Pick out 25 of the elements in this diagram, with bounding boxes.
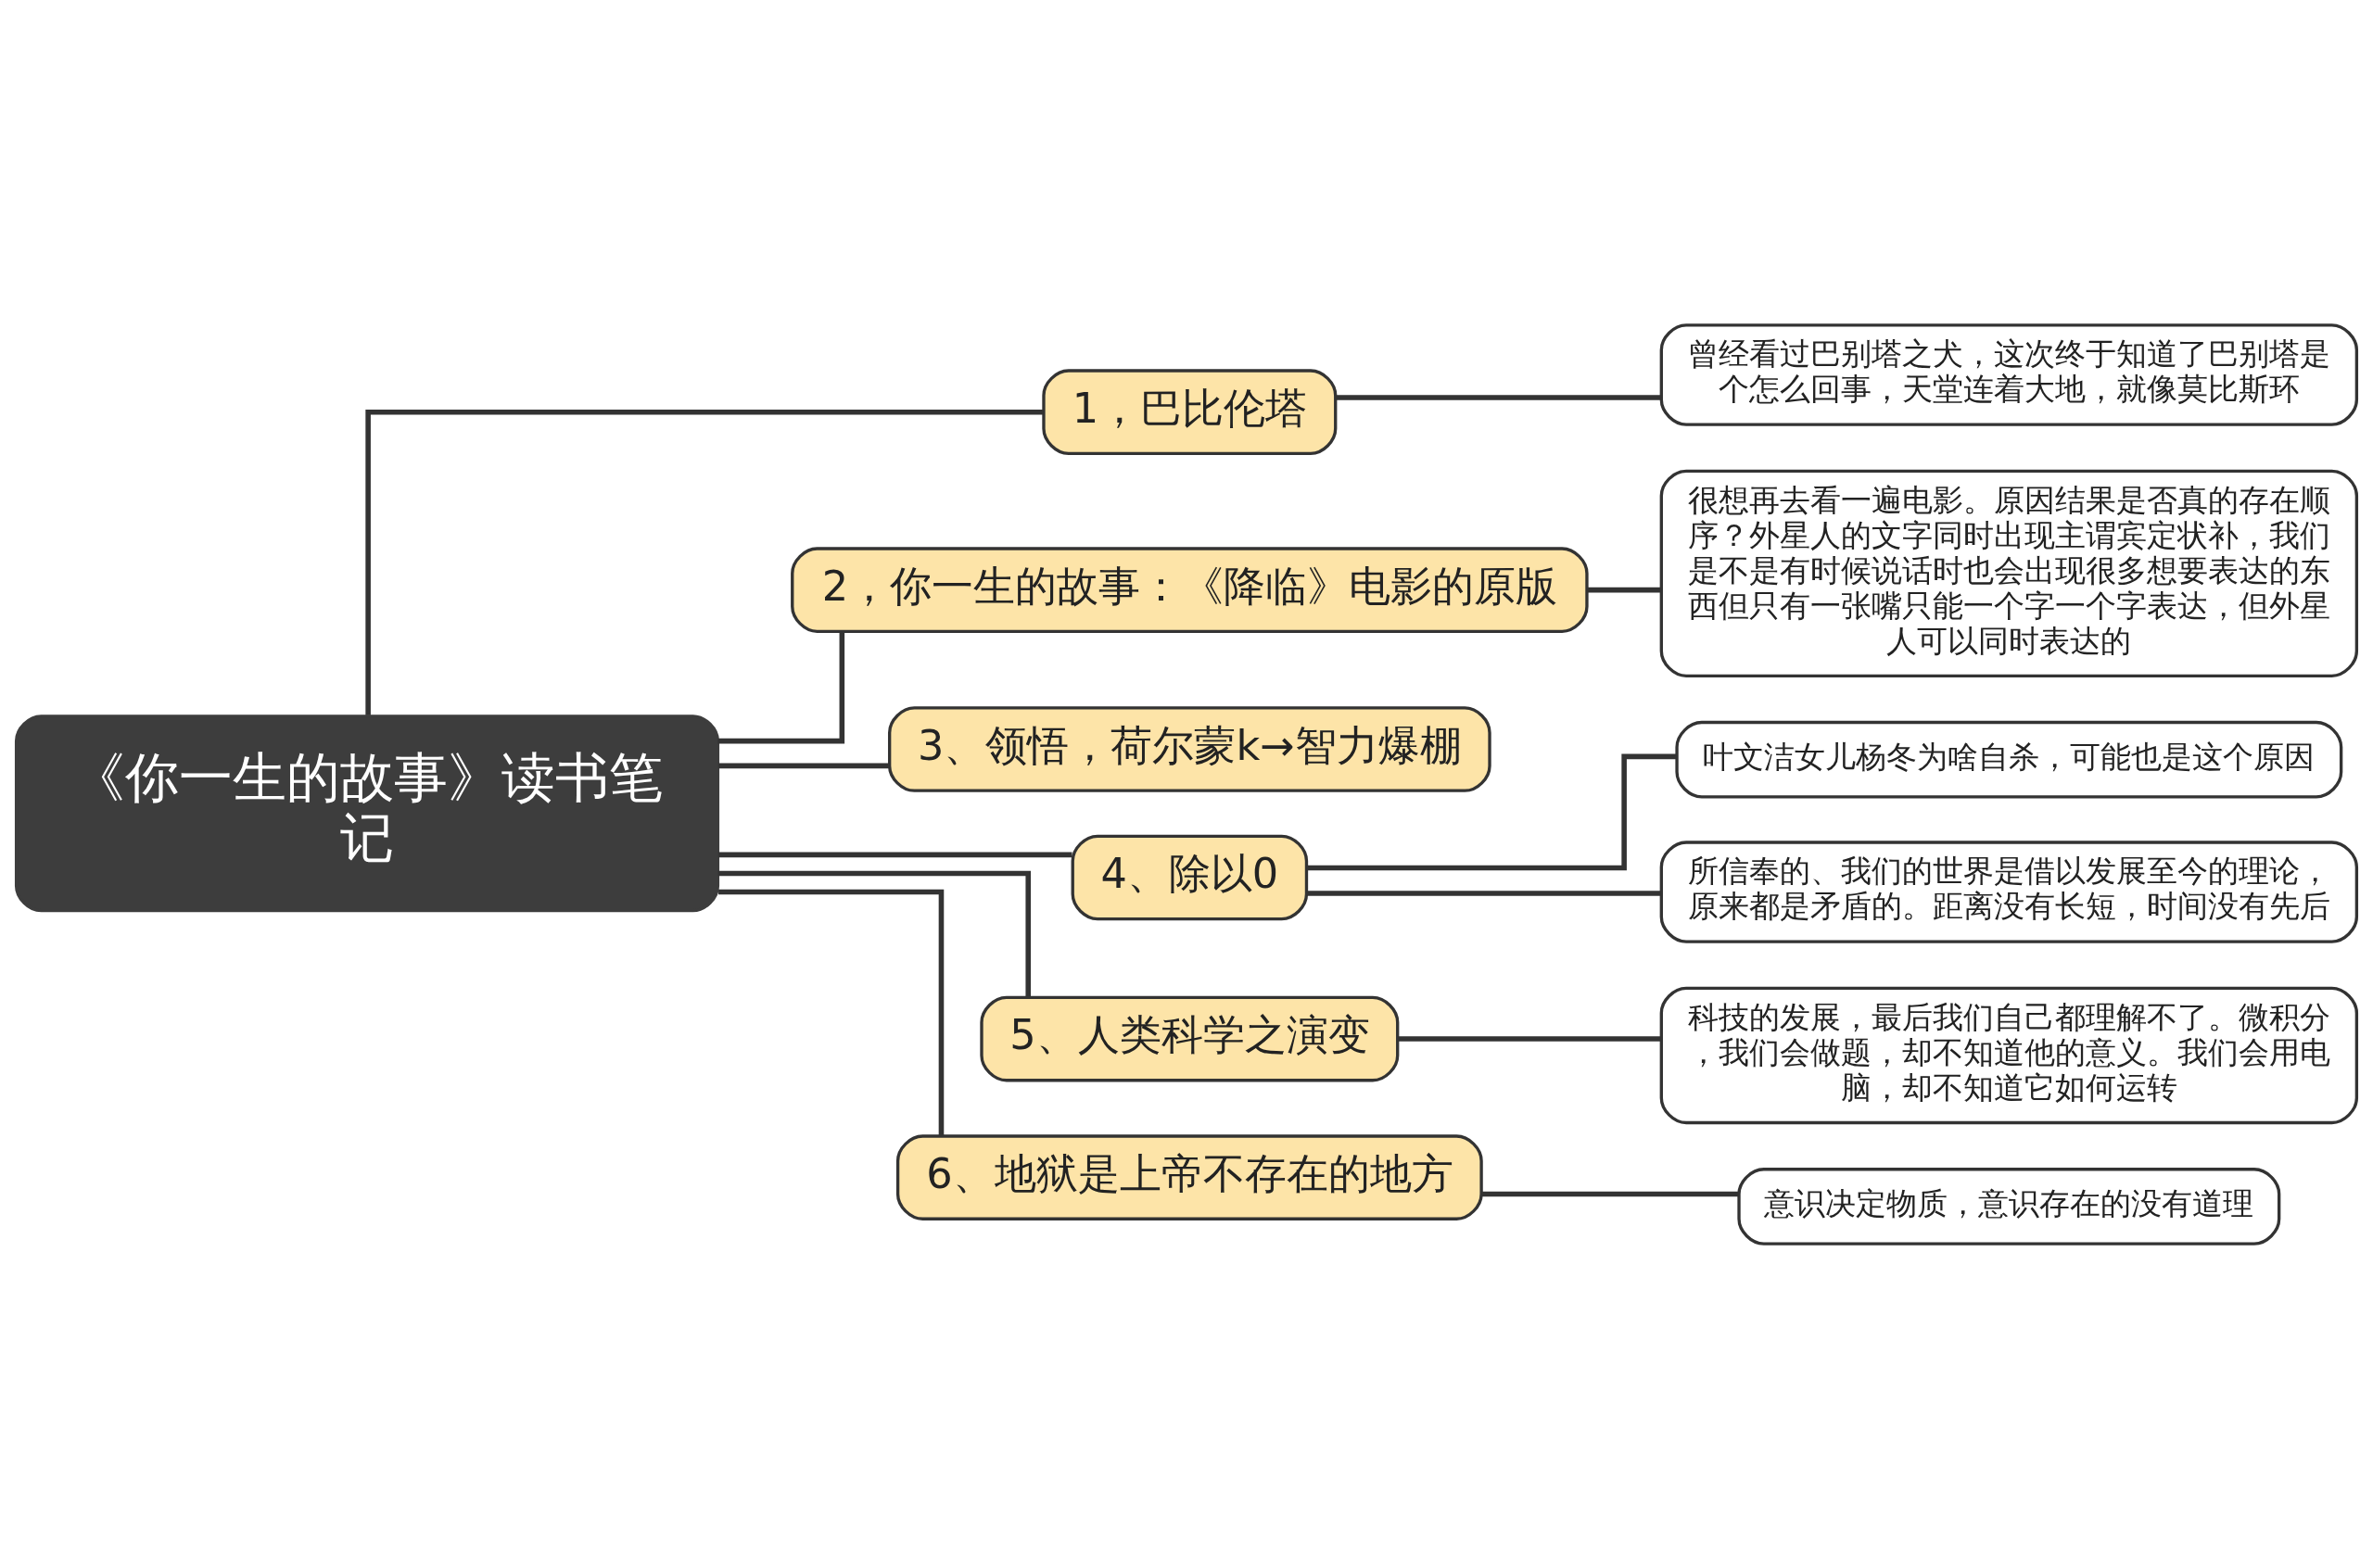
node-box: 科技的发展，最后我们自己都理解不了。微积分，我们会做题，却不知道他的意义。我们会用电脑，却不知道它如何运转 bbox=[1659, 986, 2359, 1124]
connector bbox=[365, 409, 1044, 715]
connector bbox=[717, 763, 890, 768]
connector bbox=[1398, 1035, 1661, 1042]
node-box: 3、领悟，荷尔蒙k→智力爆棚 bbox=[888, 705, 1491, 792]
connector bbox=[1307, 890, 1661, 896]
node-box: 1，巴比伦塔 bbox=[1042, 368, 1338, 455]
node-box: 2，你一生的故事：《降临》电影的原版 bbox=[791, 546, 1589, 633]
node-box: 曾经看过巴别塔之犬，这次终于知道了巴别塔是个怎么回事，天堂连着大地，就像莫比斯环 bbox=[1659, 322, 2359, 426]
node-box: 叶文洁女儿杨冬为啥自杀，可能也是这个原因 bbox=[1675, 720, 2343, 799]
node-box: 5、人类科学之演变 bbox=[980, 995, 1400, 1081]
connector bbox=[1587, 587, 1662, 592]
node-box: 4、除以0 bbox=[1071, 834, 1309, 920]
node-box: 6、地狱是上帝不存在的地方 bbox=[895, 1133, 1483, 1220]
connector bbox=[1336, 394, 1662, 400]
node-box: 所信奉的、我们的世界是借以发展至今的理论，原来都是矛盾的。距离没有长短，时间没有先后 bbox=[1659, 840, 2359, 943]
connector bbox=[1481, 1191, 1739, 1196]
node-box: 《你一生的故事》读书笔记 bbox=[14, 714, 720, 912]
connector bbox=[718, 889, 945, 1136]
node-box: 很想再去看一遍电影。原因结果是否真的存在顺序？外星人的文字同时出现主谓宾定状补，我们是不是有时候说话时也会出现很多想要表达的东西但只有一张嘴只能一个字一个字表达，但外星人可以同时表达的 bbox=[1659, 469, 2359, 677]
connector bbox=[717, 870, 1031, 997]
connector bbox=[717, 852, 1072, 857]
node-box: 意识决定物质，意识存在的没有道理 bbox=[1737, 1167, 2281, 1246]
connector bbox=[717, 631, 845, 743]
connector bbox=[1306, 753, 1677, 870]
